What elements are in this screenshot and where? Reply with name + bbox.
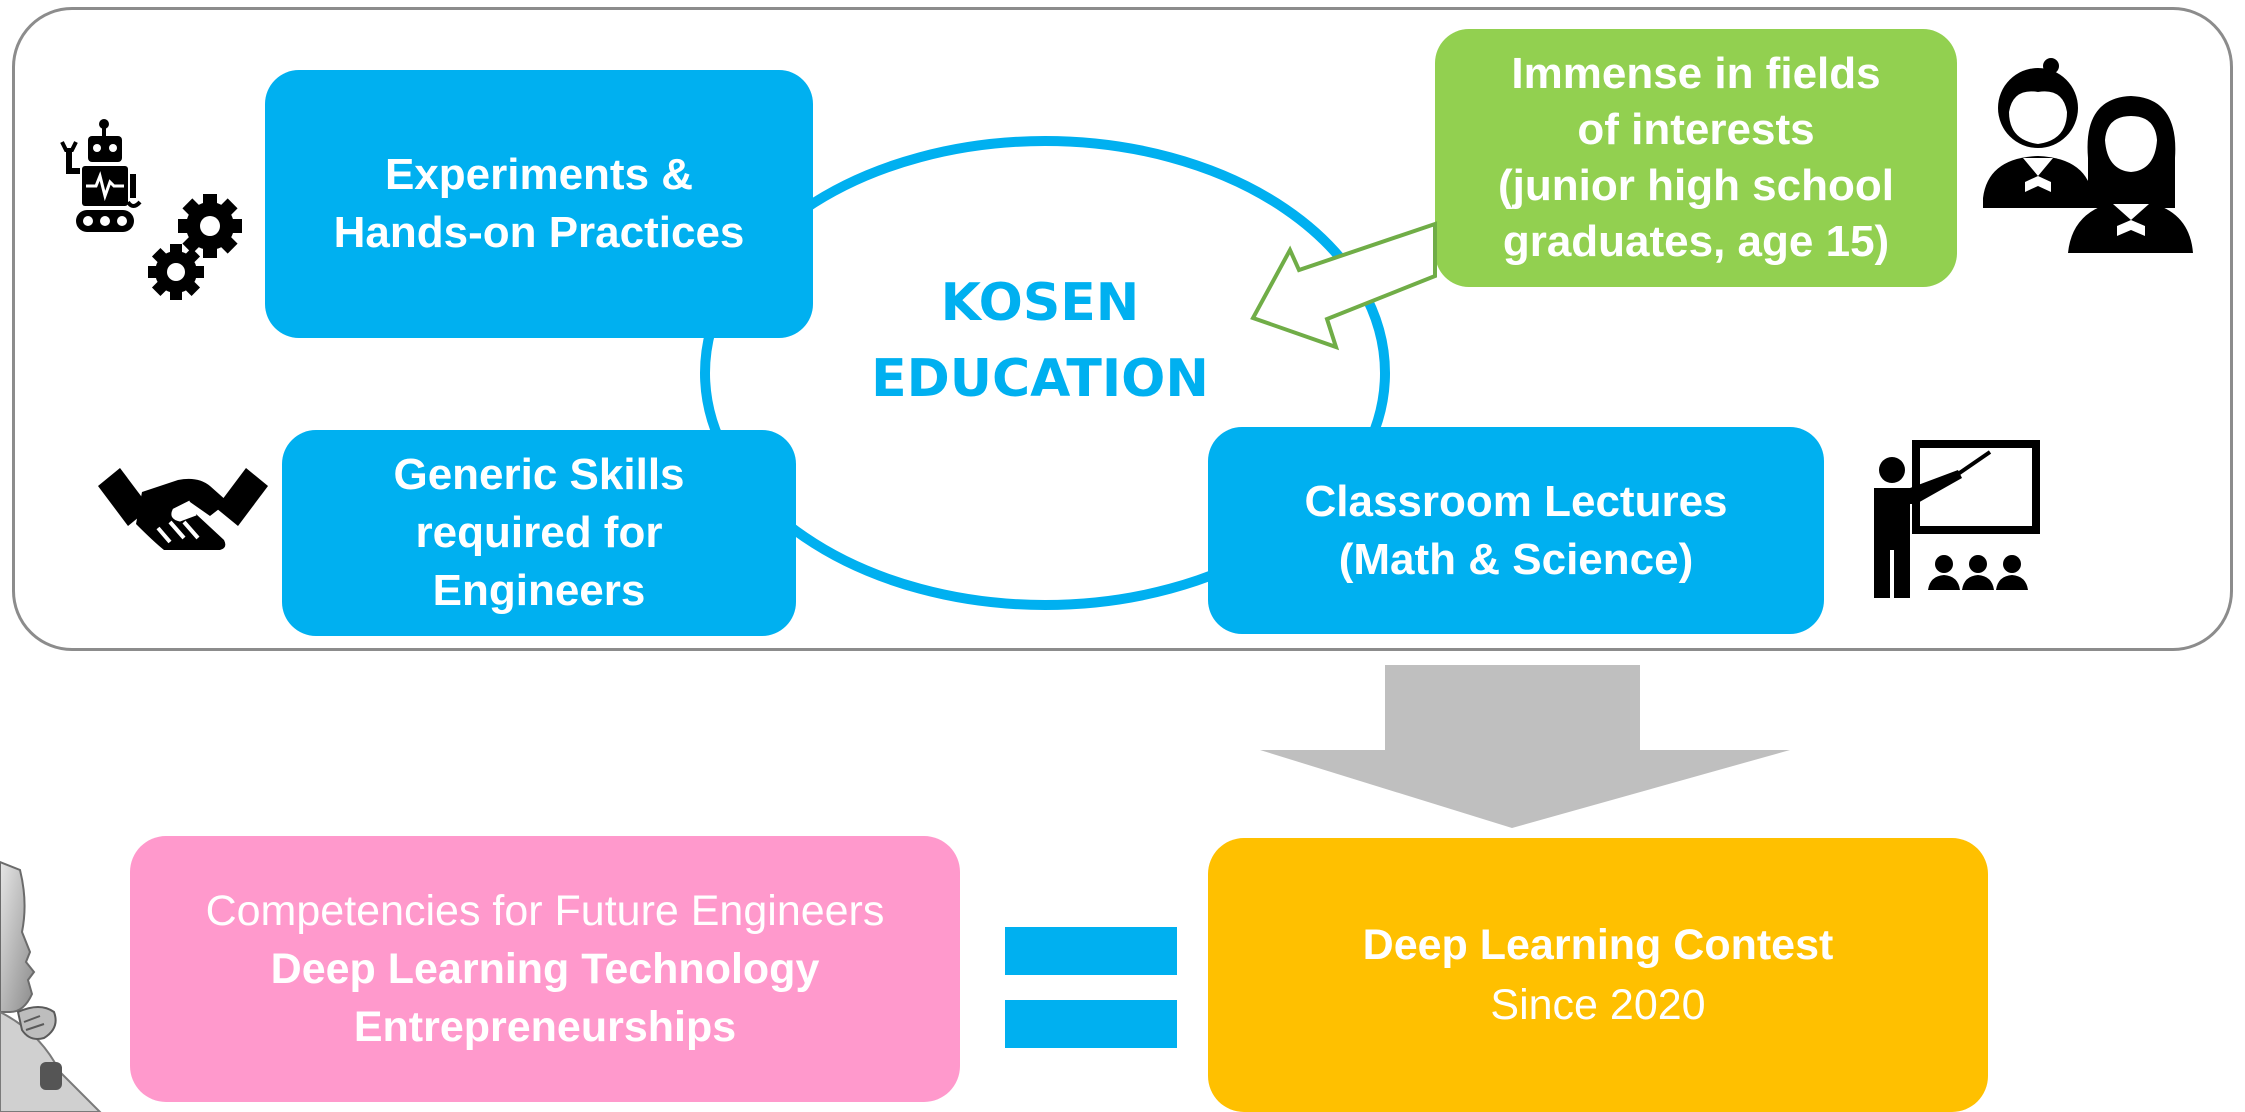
competencies-line2: Deep Learning Technology xyxy=(270,945,820,993)
experiments-line1: Experiments & xyxy=(384,150,694,199)
generic-skills-box: Generic Skills required for Engineers xyxy=(282,430,796,636)
center-label: KOSEN EDUCATION xyxy=(870,265,1210,417)
generic-line3: Engineers xyxy=(432,566,646,615)
competencies-line3: Entrepreneurships xyxy=(353,1003,737,1051)
interests-line4: graduates, age 15) xyxy=(1502,217,1890,266)
lectures-line1: Classroom Lectures xyxy=(1304,476,1728,526)
interests-line3: (junior high school xyxy=(1498,161,1894,210)
thinking-person-icon xyxy=(0,860,102,1112)
contest-line2: Since 2020 xyxy=(1490,981,1706,1029)
experiments-line2: Hands-on Practices xyxy=(333,208,745,257)
experiments-box: Experiments & Hands-on Practices xyxy=(265,70,813,338)
equals-bar-top xyxy=(1005,927,1177,975)
teacher-icon xyxy=(1874,440,2040,598)
lectures-line2: (Math & Science) xyxy=(1338,534,1694,584)
gears-icon xyxy=(148,194,242,300)
interests-line2: of interests xyxy=(1577,105,1815,154)
generic-line2: required for xyxy=(415,508,663,557)
robot-icon xyxy=(60,119,142,232)
center-label-line1: KOSEN xyxy=(940,273,1140,333)
interests-box: Immense in fields of interests (junior h… xyxy=(1435,29,1957,287)
equals-bar-bottom xyxy=(1005,1000,1177,1048)
competencies-line1: Competencies for Future Engineers xyxy=(205,887,885,935)
center-label-line2: EDUCATION xyxy=(871,349,1209,409)
competencies-box: Competencies for Future Engineers Deep L… xyxy=(130,836,960,1102)
generic-line1: Generic Skills xyxy=(393,450,685,499)
handshake-icon xyxy=(98,468,268,550)
students-icon xyxy=(1983,58,2193,253)
lectures-box: Classroom Lectures (Math & Science) xyxy=(1208,427,1824,634)
kosen-education-frame xyxy=(12,7,2233,651)
interests-line1: Immense in fields xyxy=(1511,49,1881,98)
contest-line1: Deep Learning Contest xyxy=(1362,921,1834,969)
contest-box: Deep Learning Contest Since 2020 xyxy=(1208,838,1988,1112)
